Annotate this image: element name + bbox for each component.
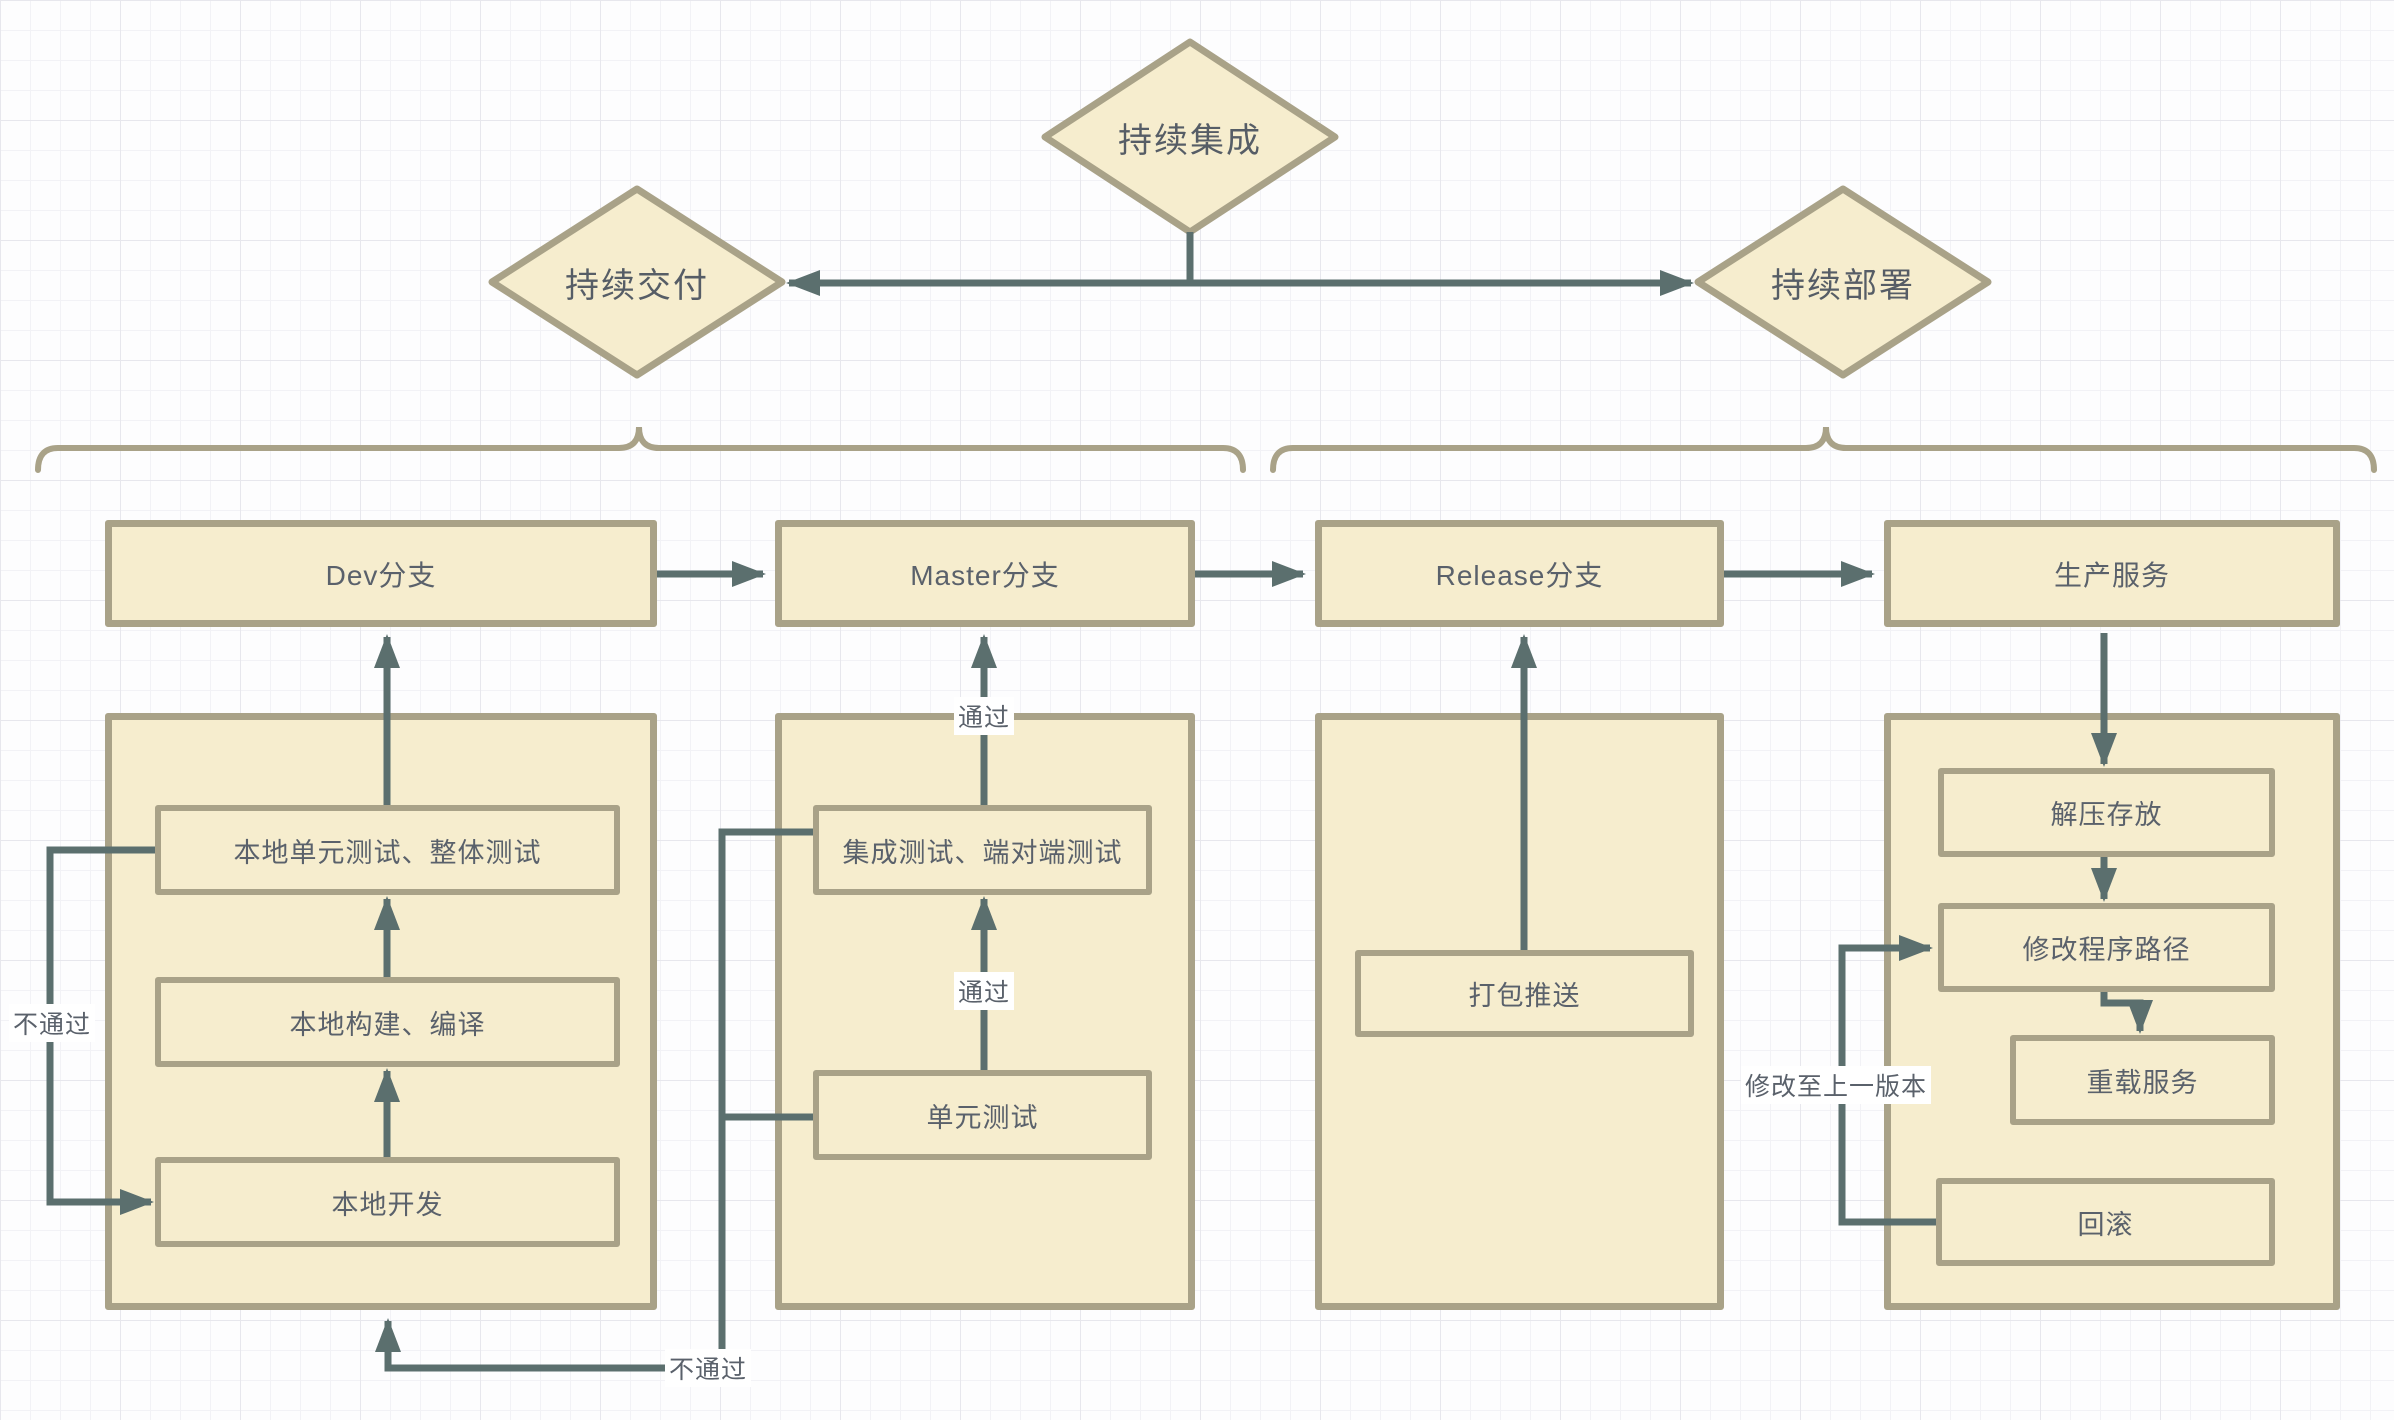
- step-prod-rollback[interactable]: 回滚: [1936, 1178, 2275, 1266]
- node-prod-service[interactable]: 生产服务: [1884, 520, 2340, 627]
- edge-label-rollback-note: 修改至上一版本: [1740, 1066, 1932, 1104]
- connector-master-fail-loop: [375, 828, 813, 1372]
- edge-label-pass-lower: 通过: [953, 972, 1015, 1010]
- step-prod-unzip-store[interactable]: 解压存放: [1938, 768, 2275, 857]
- diamond-cd-shape[interactable]: [488, 185, 786, 379]
- step-dev-local-develop[interactable]: 本地开发: [155, 1157, 620, 1247]
- edge-label-fail-master: 不通过: [664, 1349, 752, 1387]
- step-dev-local-build[interactable]: 本地构建、编译: [155, 977, 620, 1067]
- step-prod-modify-path[interactable]: 修改程序路径: [1938, 903, 2275, 992]
- edge-label-fail-dev: 不通过: [8, 1004, 96, 1042]
- node-release-branch[interactable]: Release分支: [1315, 520, 1724, 627]
- node-dev-branch[interactable]: Dev分支: [105, 520, 657, 627]
- brace-left-group: [35, 426, 1246, 473]
- diamond-cd-label: 持续交付: [565, 266, 709, 305]
- connector-path-to-reload: [2100, 992, 2153, 1034]
- diamond-ci-label: 持续集成: [1118, 121, 1262, 160]
- edge-label-pass-upper: 通过: [953, 697, 1015, 735]
- brace-right-group: [1270, 426, 2377, 473]
- diamond-cdp-shape[interactable]: [1694, 185, 1992, 379]
- step-release-package-push[interactable]: 打包推送: [1355, 950, 1694, 1037]
- step-dev-local-test[interactable]: 本地单元测试、整体测试: [155, 805, 620, 895]
- node-master-branch[interactable]: Master分支: [775, 520, 1195, 627]
- step-master-unit-test[interactable]: 单元测试: [813, 1070, 1152, 1160]
- step-master-integration-test[interactable]: 集成测试、端对端测试: [813, 805, 1152, 895]
- diamond-cdp-label: 持续部署: [1771, 266, 1915, 305]
- step-prod-reload-service[interactable]: 重载服务: [2010, 1035, 2275, 1125]
